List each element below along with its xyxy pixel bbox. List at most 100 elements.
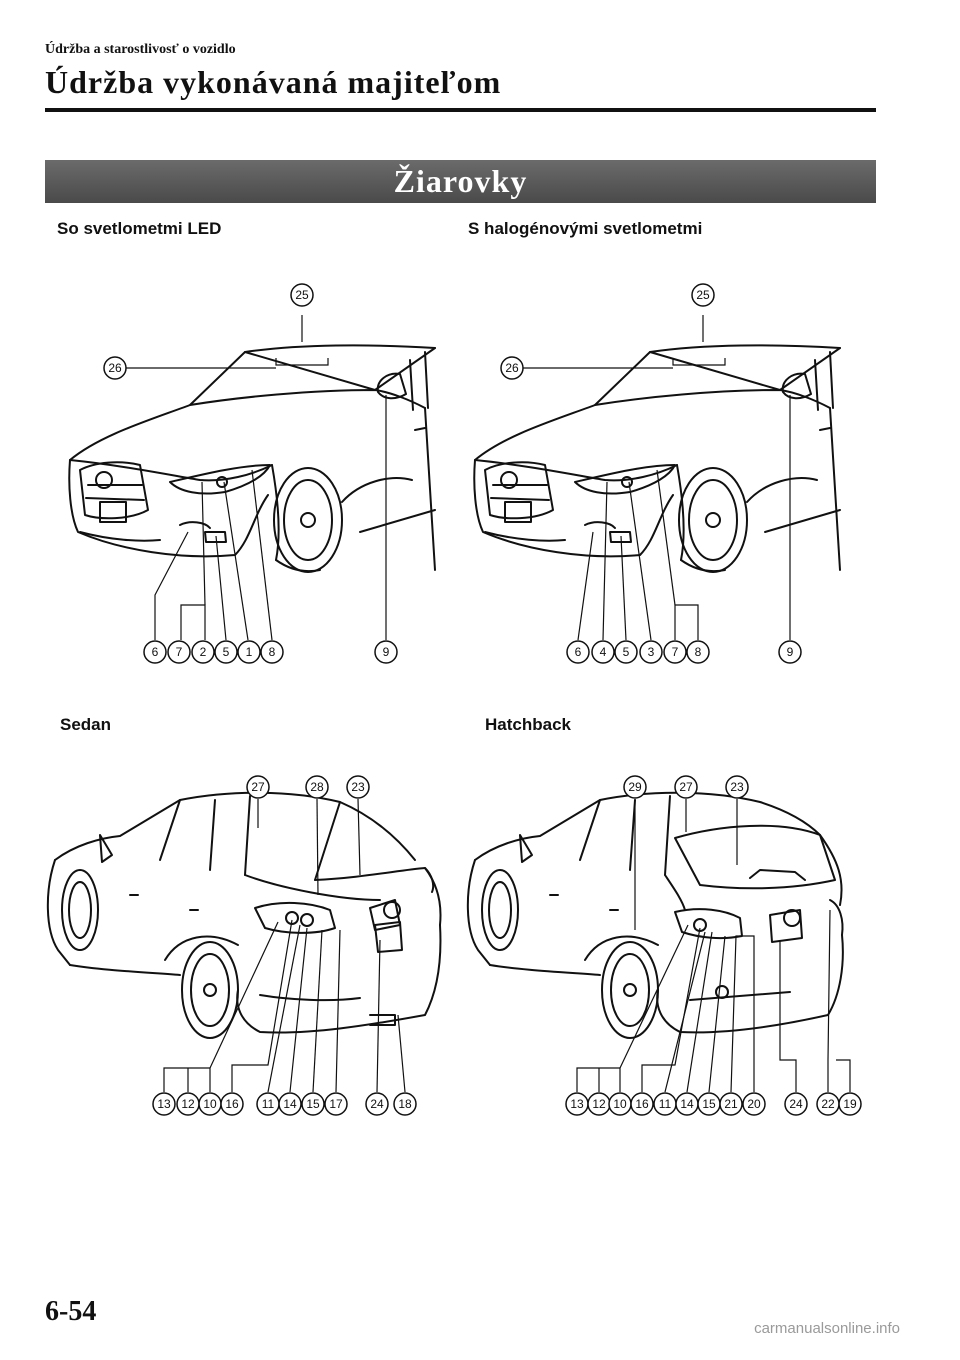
svg-text:10: 10 — [613, 1097, 627, 1111]
callout-5: 5 — [614, 640, 638, 664]
svg-text:13: 13 — [570, 1097, 584, 1111]
svg-text:16: 16 — [635, 1097, 649, 1111]
svg-text:9: 9 — [787, 645, 794, 659]
callout-16: 16 — [220, 1092, 244, 1116]
svg-text:15: 15 — [702, 1097, 716, 1111]
svg-text:14: 14 — [680, 1097, 694, 1111]
callout-5: 5 — [214, 640, 238, 664]
svg-text:28: 28 — [310, 780, 324, 794]
hatchback-figure-label: Hatchback — [485, 715, 571, 734]
svg-text:29: 29 — [628, 780, 642, 794]
page-number: 6-54 — [45, 1296, 97, 1327]
svg-text:15: 15 — [306, 1097, 320, 1111]
callout-11: 11 — [653, 1092, 677, 1116]
callout-12: 12 — [587, 1092, 611, 1116]
svg-text:22: 22 — [821, 1097, 835, 1111]
svg-text:24: 24 — [789, 1097, 803, 1111]
sedan-car-drawing — [46, 791, 442, 1039]
callout-23: 23 — [346, 775, 370, 799]
callout-26: 26 — [500, 356, 524, 380]
callout-27: 27 — [674, 775, 698, 799]
callout-3: 3 — [639, 640, 663, 664]
callout-17: 17 — [324, 1092, 348, 1116]
callout-25: 25 — [691, 283, 715, 307]
page-title: Údržba vykonávaná majiteľom — [45, 64, 502, 100]
svg-text:12: 12 — [181, 1097, 195, 1111]
svg-text:5: 5 — [223, 645, 230, 659]
sedan-figure-label: Sedan — [60, 715, 112, 734]
svg-text:20: 20 — [747, 1097, 761, 1111]
callout-28: 28 — [305, 775, 329, 799]
svg-text:26: 26 — [505, 361, 519, 375]
halogen-front-car-diagram: 25 26 6 4 5 3 7 8 9 — [473, 283, 841, 664]
svg-text:9: 9 — [383, 645, 390, 659]
hatchback-car-drawing — [466, 791, 844, 1039]
callout-14: 14 — [278, 1092, 302, 1116]
svg-text:1: 1 — [246, 645, 253, 659]
svg-text:14: 14 — [283, 1097, 297, 1111]
callout-25: 25 — [290, 283, 314, 307]
callout-13: 13 — [152, 1092, 176, 1116]
svg-text:26: 26 — [108, 361, 122, 375]
callout-14: 14 — [675, 1092, 699, 1116]
callout-19: 19 — [838, 1092, 862, 1116]
svg-text:27: 27 — [251, 780, 265, 794]
svg-text:12: 12 — [592, 1097, 606, 1111]
callout-16: 16 — [630, 1092, 654, 1116]
svg-text:5: 5 — [623, 645, 630, 659]
halogen-figure-label: S halogénovými svetlometmi — [468, 219, 703, 238]
callout-12: 12 — [176, 1092, 200, 1116]
callout-29: 29 — [623, 775, 647, 799]
callout-9: 9 — [778, 640, 802, 664]
svg-text:2: 2 — [200, 645, 207, 659]
callout-1: 1 — [237, 640, 261, 664]
svg-text:27: 27 — [679, 780, 693, 794]
led-front-car-diagram: 25 26 6 7 2 5 1 8 9 — [68, 283, 436, 664]
watermark: carmanualsonline.info — [754, 1320, 900, 1337]
callout-24: 24 — [784, 1092, 808, 1116]
callout-27: 27 — [246, 775, 270, 799]
callout-26: 26 — [103, 356, 127, 380]
callout-6: 6 — [143, 640, 167, 664]
section-title: Žiarovky — [393, 163, 528, 199]
callout-23: 23 — [725, 775, 749, 799]
callout-6: 6 — [566, 640, 590, 664]
callout-21: 21 — [719, 1092, 743, 1116]
title-rule — [45, 108, 876, 112]
callout-2: 2 — [191, 640, 215, 664]
svg-text:21: 21 — [724, 1097, 738, 1111]
callout-15: 15 — [301, 1092, 325, 1116]
callout-20: 20 — [742, 1092, 766, 1116]
svg-text:19: 19 — [843, 1097, 857, 1111]
svg-text:8: 8 — [695, 645, 702, 659]
svg-text:23: 23 — [730, 780, 744, 794]
callout-8: 8 — [260, 640, 284, 664]
callout-8: 8 — [686, 640, 710, 664]
sedan-rear-car-diagram: 27 28 23 13 12 10 16 11 14 15 17 24 18 — [46, 775, 442, 1116]
svg-text:25: 25 — [696, 288, 710, 302]
callout-4: 4 — [591, 640, 615, 664]
led-figure-label: So svetlometmi LED — [57, 219, 222, 238]
callout-15: 15 — [697, 1092, 721, 1116]
callout-10: 10 — [198, 1092, 222, 1116]
callout-24: 24 — [365, 1092, 389, 1116]
callout-7: 7 — [167, 640, 191, 664]
front-car-drawing — [473, 344, 841, 573]
front-car-drawing — [68, 344, 436, 573]
callout-13: 13 — [565, 1092, 589, 1116]
svg-text:4: 4 — [600, 645, 607, 659]
svg-text:3: 3 — [648, 645, 655, 659]
callout-10: 10 — [608, 1092, 632, 1116]
section-header: Žiarovky — [45, 160, 876, 203]
svg-text:18: 18 — [398, 1097, 412, 1111]
svg-text:11: 11 — [262, 1097, 275, 1111]
svg-text:24: 24 — [370, 1097, 384, 1111]
hatchback-rear-car-diagram: 29 27 23 13 12 10 16 11 14 15 21 20 24 2… — [466, 775, 862, 1116]
svg-text:16: 16 — [225, 1097, 239, 1111]
svg-text:13: 13 — [157, 1097, 171, 1111]
breadcrumb: Údržba a starostlivosť o vozidlo — [45, 42, 236, 57]
svg-text:8: 8 — [269, 645, 276, 659]
svg-text:25: 25 — [295, 288, 309, 302]
svg-text:6: 6 — [575, 645, 582, 659]
callout-11: 11 — [256, 1092, 280, 1116]
